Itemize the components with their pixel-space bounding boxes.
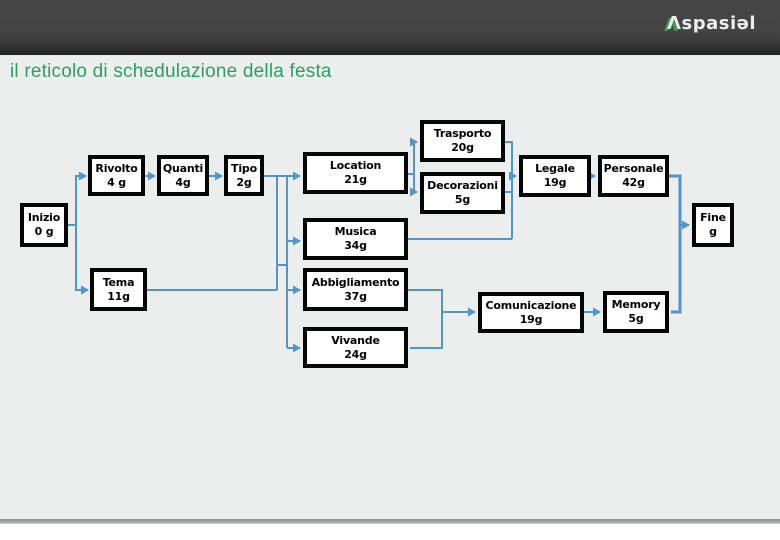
node-label: Trasporto bbox=[433, 127, 492, 140]
connector-abbigliamento-vivande-merge bbox=[408, 289, 443, 349]
node-label: Legale bbox=[535, 162, 575, 175]
node-duration: 5g bbox=[454, 193, 471, 206]
node-duration: 20g bbox=[451, 141, 474, 154]
node-duration: 19g bbox=[543, 176, 567, 189]
node-duration: 42g bbox=[622, 176, 645, 189]
node-label: Inizio bbox=[27, 211, 61, 224]
node-label: Rivolto bbox=[95, 161, 138, 175]
node-label: Personale bbox=[603, 162, 664, 175]
node-duration: g bbox=[709, 225, 717, 238]
node-duration: 0 g bbox=[34, 225, 54, 238]
connector-personale-memory-trunk bbox=[669, 174, 682, 314]
slide-bottom-shadow bbox=[0, 519, 780, 524]
node-label: Tema bbox=[102, 275, 135, 289]
footer-strip bbox=[0, 524, 780, 540]
node-label: Quanti bbox=[162, 161, 204, 175]
node-label: Decorazioni bbox=[427, 179, 498, 192]
node-duration: 34g bbox=[344, 239, 367, 252]
node-label: Vivande bbox=[331, 333, 380, 347]
node-duration: 4 g bbox=[107, 175, 126, 189]
node-duration: 5g bbox=[628, 312, 644, 325]
node-label: Fine bbox=[700, 211, 726, 224]
node-label: Abbigliamento bbox=[311, 275, 400, 289]
connector-tipo-to-trunk bbox=[264, 175, 278, 290]
connector-to-decorazioni bbox=[410, 174, 418, 197]
slide-title: il reticolo di schedulazione della festa bbox=[10, 61, 332, 82]
node-duration: 19g bbox=[519, 312, 543, 326]
logo-text: spasiəl bbox=[681, 13, 756, 34]
node-label: Location bbox=[329, 159, 382, 172]
node-duration: 21g bbox=[344, 173, 367, 186]
node-label: Memory bbox=[611, 298, 661, 311]
node-duration: 4g bbox=[175, 175, 191, 189]
connector-inizio-to-rivolto bbox=[68, 171, 87, 226]
connector-to-trasporto bbox=[410, 137, 418, 174]
node-label: Musica bbox=[334, 225, 377, 238]
connector-inizio-to-tema bbox=[68, 224, 89, 295]
node-duration: 37g bbox=[344, 289, 367, 303]
node-duration: 11g bbox=[107, 289, 130, 303]
node-duration: 24g bbox=[344, 347, 367, 361]
node-label: Tipo bbox=[231, 161, 257, 175]
node-duration: 2g bbox=[236, 175, 252, 189]
connector-trasporto-merge-trunk bbox=[505, 141, 513, 239]
node-label: Comunicazione bbox=[485, 298, 577, 312]
